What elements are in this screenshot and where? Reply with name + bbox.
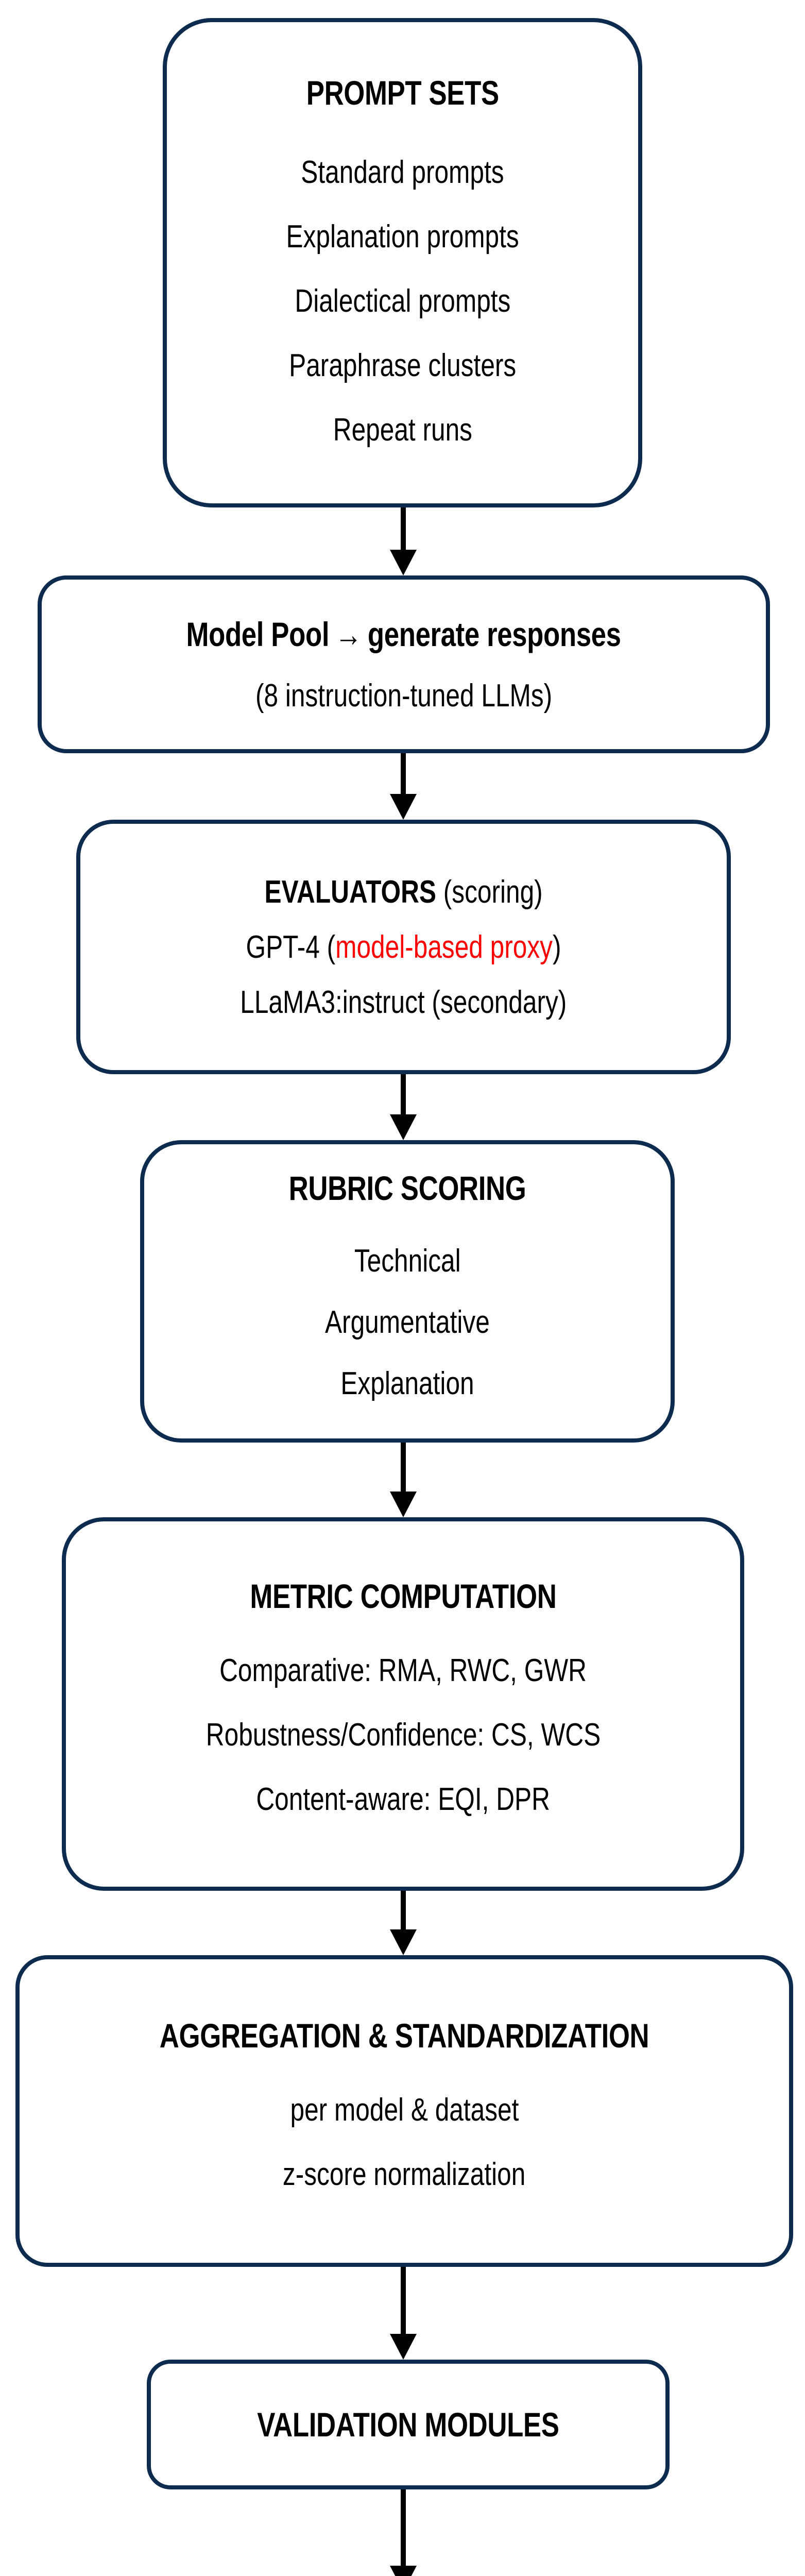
connector-rubric-scoring-to-metric-computation <box>388 1443 419 1517</box>
arrow-head-icon <box>390 1929 417 1955</box>
connector-shaft <box>401 2489 406 2566</box>
node-prompt-sets[interactable]: PROMPT SETS Standard prompts Explanation… <box>163 18 642 507</box>
node-model-pool-title-right: generate responses <box>368 615 622 653</box>
node-rubric-scoring-line-3: Explanation <box>340 1366 474 1401</box>
connector-shaft <box>401 507 406 550</box>
node-model-pool-title-left: Model Pool <box>186 615 330 653</box>
connector-shaft <box>401 1443 406 1492</box>
node-aggregation-standardization[interactable]: AGGREGATION & STANDARDIZATION per model … <box>15 1955 793 2267</box>
node-metric-computation[interactable]: METRIC COMPUTATION Comparative: RMA, RWC… <box>62 1517 744 1891</box>
node-aggregation-title: AGGREGATION & STANDARDIZATION <box>159 2016 649 2055</box>
node-evaluators-title-bold: EVALUATORS <box>264 874 436 910</box>
node-prompt-sets-line-3: Dialectical prompts <box>294 283 510 319</box>
node-aggregation-line-2: z-score normalization <box>283 2156 526 2192</box>
node-metric-computation-title: METRIC COMPUTATION <box>249 1577 557 1615</box>
node-prompt-sets-line-5: Repeat runs <box>333 412 472 448</box>
node-metric-computation-line-2: Robustness/Confidence: CS, WCS <box>205 1717 601 1753</box>
connector-shaft <box>401 2267 406 2334</box>
connector-prompt-sets-to-model-pool <box>388 507 419 575</box>
node-model-pool-subtitle: (8 instruction-tuned LLMs) <box>255 678 553 714</box>
node-rubric-scoring-line-1: Technical <box>354 1243 461 1279</box>
right-arrow-icon: → <box>335 615 363 653</box>
arrow-head-icon <box>390 550 417 575</box>
connector-aggregation-to-validation-modules <box>388 2267 419 2360</box>
node-rubric-scoring[interactable]: RUBRIC SCORING Technical Argumentative E… <box>140 1140 675 1443</box>
node-evaluators-title-plain: (scoring) <box>443 874 543 910</box>
node-evaluators-line-2: LLaMA3:instruct (secondary) <box>240 984 567 1020</box>
connector-model-pool-to-evaluators <box>388 753 419 820</box>
node-rubric-scoring-line-2: Argumentative <box>325 1304 490 1340</box>
node-prompt-sets-line-1: Standard prompts <box>301 154 504 190</box>
node-aggregation-line-1: per model & dataset <box>290 2092 519 2128</box>
arrow-head-icon <box>390 1114 417 1140</box>
arrow-head-icon <box>390 1492 417 1517</box>
node-evaluators[interactable]: EVALUATORS (scoring) GPT-4 (model-based … <box>76 820 731 1074</box>
node-prompt-sets-line-2: Explanation prompts <box>286 218 519 255</box>
connector-shaft <box>401 753 406 794</box>
arrow-head-icon <box>390 2334 417 2360</box>
node-validation-modules-title: VALIDATION MODULES <box>257 2405 559 2444</box>
node-evaluators-title: EVALUATORS (scoring) <box>230 874 577 910</box>
evaluator-proxy-highlight: model-based proxy <box>335 929 553 965</box>
node-metric-computation-line-1: Comparative: RMA, RWC, GWR <box>219 1653 587 1688</box>
connector-evaluators-to-rubric-scoring <box>388 1074 419 1140</box>
node-rubric-scoring-title: RUBRIC SCORING <box>288 1169 526 1207</box>
arrow-head-icon <box>390 2566 417 2576</box>
node-prompt-sets-title: PROMPT SETS <box>306 73 499 112</box>
evaluator-gpt4-prefix: GPT-4 ( <box>246 929 336 965</box>
node-model-pool-title: Model Pool→generate responses <box>132 615 675 654</box>
connector-shaft <box>401 1074 406 1114</box>
connector-shaft <box>401 1891 406 1929</box>
evaluator-gpt4-suffix: ) <box>552 929 561 965</box>
arrow-head-icon <box>390 794 417 820</box>
node-metric-computation-line-3: Content-aware: EQI, DPR <box>256 1782 550 1817</box>
node-evaluators-line-1: GPT-4 (model-based proxy) <box>207 929 601 965</box>
connector-metric-computation-to-aggregation <box>388 1891 419 1955</box>
node-prompt-sets-line-4: Paraphrase clusters <box>288 347 517 383</box>
node-validation-modules[interactable]: VALIDATION MODULES <box>147 2360 670 2489</box>
node-model-pool[interactable]: Model Pool→generate responses (8 instruc… <box>38 575 770 753</box>
connector-validation-modules-to-reporting <box>388 2489 419 2576</box>
